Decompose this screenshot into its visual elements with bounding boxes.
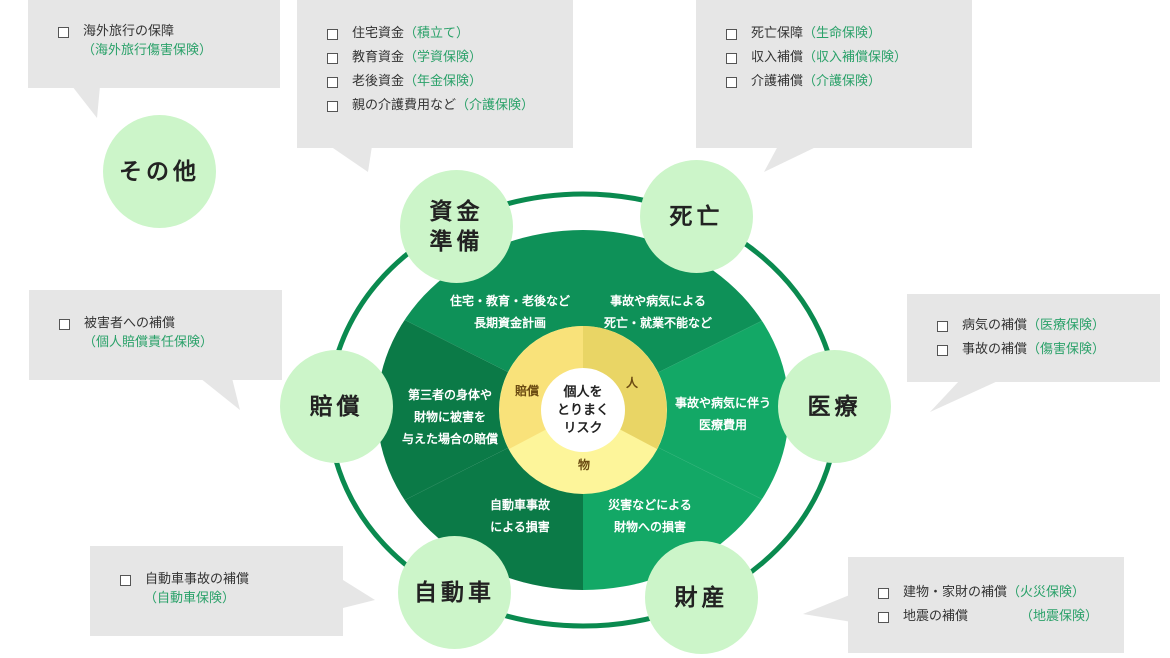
callout-tail-other xyxy=(72,86,100,118)
callout-tail-liability xyxy=(200,378,240,410)
callout-tail-death xyxy=(764,146,818,172)
checkbox-icon xyxy=(327,77,338,88)
segment-death-label: 事故や病気による死亡・就業不能など xyxy=(603,294,712,330)
callout-tail-auto xyxy=(343,580,375,608)
checkbox-icon xyxy=(726,77,737,88)
category-liability: 賠償 xyxy=(280,350,393,463)
segment-medical-shape xyxy=(583,262,789,558)
category-property: 財産 xyxy=(645,541,758,654)
callout-auto: 自動車事故の補償 （自動車保険） xyxy=(90,546,343,636)
checkbox-icon xyxy=(59,319,70,330)
category-auto: 自動車 xyxy=(398,536,511,649)
checkbox-icon xyxy=(878,612,889,623)
checkbox-icon xyxy=(937,345,948,356)
checkbox-icon xyxy=(120,575,131,586)
segment-liability-shape xyxy=(377,262,583,558)
checkbox-icon xyxy=(726,53,737,64)
segment-medical-label: 事故や病気に伴う医療費用 xyxy=(674,396,771,432)
insurance-label: （自動車保険） xyxy=(144,591,236,606)
callout-property: 建物・家財の補償（火災保険） 地震の補償（地震保険） xyxy=(848,557,1124,653)
callout-tail-property xyxy=(803,594,852,622)
insurance-label: （個人賠償責任保険） xyxy=(83,335,214,350)
checkbox-icon xyxy=(58,27,69,38)
center-circle xyxy=(541,368,625,452)
checkbox-icon xyxy=(327,29,338,40)
callout-other: 海外旅行の保障 （海外旅行傷害保険） xyxy=(28,0,280,88)
callout-funds: 住宅資金（積立て） 教育資金（学資保険） 老後資金（年金保険） 親の介護費用など… xyxy=(297,0,573,148)
checkbox-icon xyxy=(327,101,338,112)
segment-auto-label: 自動車事故による損害 xyxy=(489,498,550,534)
category-other: その他 xyxy=(103,115,216,228)
segment-property-label: 災害などによる財物への損害 xyxy=(608,498,692,534)
segment-liability-label: 第三者の身体や財物に被害を与えた場合の賠償 xyxy=(401,388,498,446)
callout-liability: 被害者への補償 （個人賠償責任保険） xyxy=(29,290,282,380)
checkbox-icon xyxy=(878,588,889,599)
callout-tail-funds xyxy=(330,146,372,172)
inner-label-person: 人 xyxy=(626,376,639,390)
checkbox-icon xyxy=(327,53,338,64)
checkbox-icon xyxy=(726,29,737,40)
category-funds: 資金準備 xyxy=(400,170,513,283)
callout-tail-medical xyxy=(930,380,1000,412)
callout-medical: 病気の補償（医療保険） 事故の補償（傷害保険） xyxy=(907,294,1160,382)
inner-label-liability: 賠償 xyxy=(515,384,540,398)
inner-label-thing: 物 xyxy=(578,458,591,472)
callout-death: 死亡保障（生命保険） 収入補償（収入補償保険） 介護補償（介護保険） xyxy=(696,0,972,148)
insurance-label: （海外旅行傷害保険） xyxy=(82,43,213,58)
center-label: 個人をとりまくリスク xyxy=(556,385,609,436)
checkbox-icon xyxy=(937,321,948,332)
category-death: 死亡 xyxy=(640,160,753,273)
segment-funds-label: 住宅・教育・老後など長期資金計画 xyxy=(449,294,570,330)
category-medical: 医療 xyxy=(778,350,891,463)
